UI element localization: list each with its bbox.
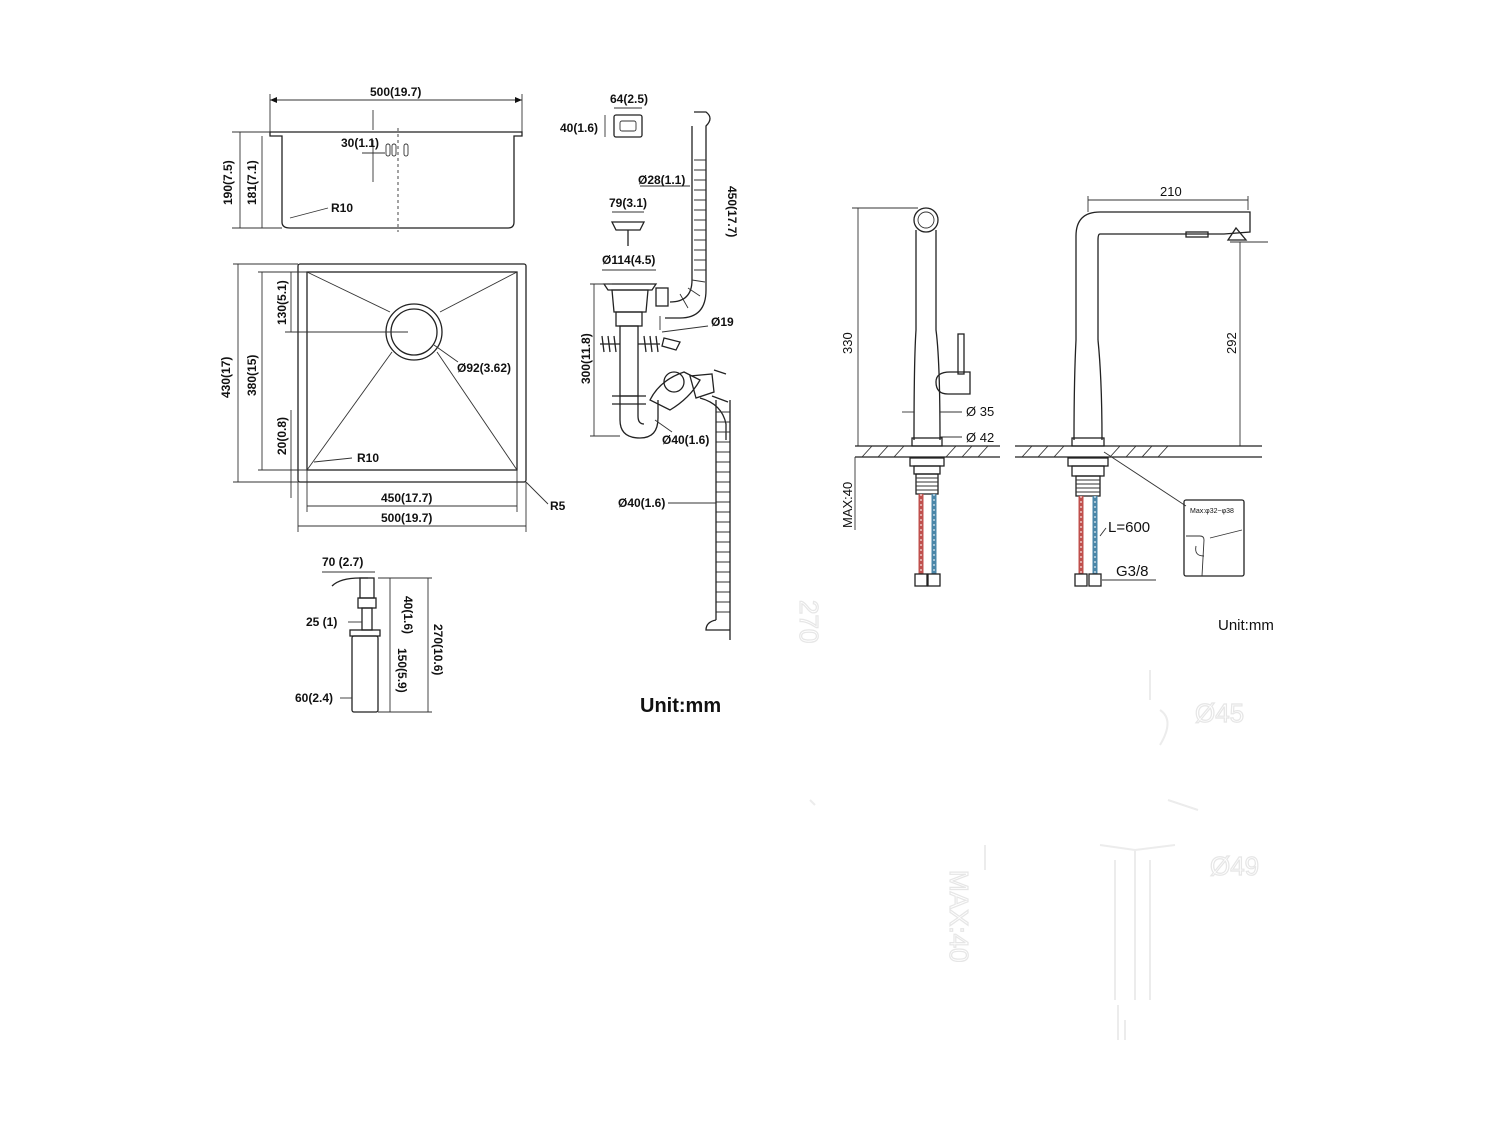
dispenser-bottle-label: 150(5.9) [395, 648, 409, 693]
side-height-inner-label: 181(7.1) [245, 160, 259, 205]
faucet-side-view: 210 292 L=600 G3/8 Max:φ32~φ38 Unit:mm [1015, 184, 1274, 634]
overflow-height-label: 40(1.6) [560, 121, 598, 135]
faucet-reach-label: 210 [1160, 184, 1182, 199]
hose-length-label: 450(17.7) [725, 186, 739, 237]
top-width-inner-label: 450(17.7) [381, 491, 432, 505]
basket-dia-label: Ø114(4.5) [602, 253, 655, 267]
top-depth-total-label: 430(17) [219, 357, 233, 398]
soap-dispenser: 70 (2.7) 25 (1) 40(1.6) 270(10.6) 150(5.… [295, 555, 445, 713]
faucet-body-dia-label: Ø 35 [966, 404, 994, 419]
ghost-label-a: 270 [794, 600, 824, 643]
side-radius-label: R10 [331, 201, 353, 215]
sink-side-view: 500(19.7) 30(1.1) 190(7.5) 181(7.1) R10 [221, 85, 523, 232]
drain-kit: 64(2.5) 40(1.6) Ø28(1.1) 450(17.7) 79(3.… [560, 92, 773, 720]
side-height-total-label: 190(7.5) [221, 160, 235, 205]
dispenser-neck-label: 25 (1) [306, 615, 337, 629]
faucet-base-dia-label: Ø 42 [966, 430, 994, 445]
ghost-label-d: MAX:40 [944, 870, 974, 963]
dispenser-pump-label: 40(1.6) [401, 596, 415, 634]
faucet-hose-label: L=600 [1108, 519, 1150, 536]
top-depth-inner-label: 380(15) [245, 355, 259, 396]
faucet-deck-label: MAX:40 [840, 482, 855, 528]
hose-dia-label: Ø28(1.1) [638, 173, 685, 187]
top-radius-label: R10 [357, 451, 379, 465]
dispenser-spout-label: 70 (2.7) [322, 555, 363, 569]
faucet-front-view: 330 Ø 35 Ø 42 MAX:40 [840, 207, 1000, 587]
faucet-spout-height-label: 292 [1224, 332, 1239, 354]
top-corner-label: R5 [550, 499, 566, 513]
side-flange-label: 30(1.1) [341, 136, 379, 150]
side-width-label: 500(19.7) [370, 85, 421, 99]
drain-height-label: 300(11.8) [579, 333, 593, 384]
pipe-dia-label: Ø40(1.6) [662, 433, 709, 447]
overflow-width-label: 64(2.5) [610, 92, 648, 106]
top-offset-label: 130(5.1) [275, 280, 289, 325]
ghost-label-b: Ø45 [1195, 698, 1244, 728]
top-width-total-label: 500(19.7) [381, 511, 432, 525]
strainer-label: 79(3.1) [609, 196, 647, 210]
sink-top-view: Ø92(3.62) 430(17) 380(15) 130(5.1) 20(0.… [219, 263, 566, 532]
outlet-dia-label: Ø40(1.6) [618, 496, 665, 510]
faucet-height-label: 330 [840, 332, 855, 354]
dispenser-dia-label: 60(2.4) [295, 691, 333, 705]
faucet-unit-label: Unit:mm [1218, 617, 1274, 634]
ghost-label-c: Ø49 [1210, 851, 1259, 881]
ghost-drawing: Ø45 Ø49 270 MAX:40 [793, 599, 1260, 1040]
dispenser-height-label: 270(10.6) [431, 624, 445, 675]
branch-label: Ø19 [711, 315, 734, 329]
top-drain-dia-label: Ø92(3.62) [457, 361, 511, 375]
drain-unit-label: Unit:mm [640, 695, 721, 717]
top-rim-label: 20(0.8) [275, 417, 289, 455]
hole-callout-label: Max:φ32~φ38 [1190, 508, 1234, 515]
faucet-thread-label: G3/8 [1116, 563, 1149, 580]
